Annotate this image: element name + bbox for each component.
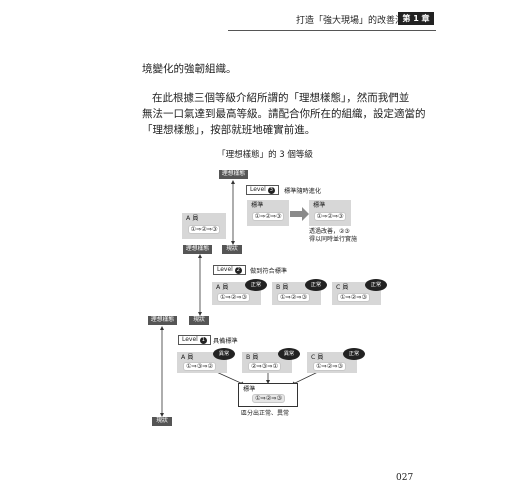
l1-a-name: A 員	[181, 354, 194, 361]
figure-title: 「理想樣態」的 3 個等級	[217, 150, 313, 160]
level-3-desc: 標準隨時進化	[284, 188, 322, 195]
l1-b-abnormal-badge: 異常	[278, 348, 300, 360]
body-line-2: 在此根據三個等級介紹所謂的「理想樣態」，然而我們並	[152, 92, 410, 104]
ideal-tag-mid: 理想樣態	[183, 245, 212, 254]
running-title: 打造「強大現場」的改善活動	[296, 16, 414, 26]
header-rule	[228, 30, 436, 31]
l1-standard-steps: ①⇒②⇒③	[252, 394, 285, 403]
l2-c-normal-badge: 正常	[365, 279, 387, 291]
l2-c-steps: ①⇒②⇒③	[337, 293, 370, 302]
std-after-steps: ①⇒②⇒③	[314, 212, 346, 221]
current-tag-bottom: 現狀	[152, 417, 172, 426]
body-line-4: 「理想樣態」，按部就班地確實前進。	[142, 124, 316, 136]
level-3-number: 3	[267, 187, 275, 194]
current-tag-mid: 現狀	[189, 316, 209, 325]
l1-c-normal-badge: 正常	[343, 348, 365, 360]
l1-b-name: B 員	[246, 354, 259, 361]
level-3-note-line-1: 透過改善，②③	[309, 228, 350, 235]
l2-b-name: B 員	[276, 284, 289, 291]
std-after-label: 標準	[313, 202, 326, 209]
page-number: 027	[396, 473, 414, 483]
level-word: Level	[182, 336, 198, 343]
l1-a-abnormal-badge: 異常	[213, 348, 235, 360]
l1-a-steps: ①⇒③⇒②	[183, 362, 216, 371]
std-before-steps: ①⇒②⇒③	[252, 212, 284, 221]
l2-b-normal-badge: 正常	[305, 279, 327, 291]
l1-standard-label: 標準	[243, 386, 256, 393]
current-tag-top: 現狀	[222, 245, 242, 254]
l2-a-name: A 員	[216, 284, 229, 291]
l2-a-normal-badge: 正常	[245, 279, 267, 291]
ideal-tag-low: 理想樣態	[148, 316, 177, 325]
l1-c-name: C 員	[311, 354, 324, 361]
l1-b-steps: ②⇒③⇒①	[248, 362, 281, 371]
top-member-name: A 員	[186, 215, 199, 222]
level-1-desc: 具備標準	[213, 338, 238, 345]
ideal-tag-top: 理想樣態	[219, 170, 248, 179]
body-line-3: 無法一口氣達到最高等級。請配合你所在的組織，設定適當的	[142, 108, 426, 120]
level-1-note: 區分出正常、異常	[241, 410, 290, 417]
l2-c-name: C 員	[336, 284, 349, 291]
level-2-desc: 做到符合標準	[250, 268, 288, 275]
level-2-number: 2	[234, 267, 242, 274]
chapter-badge: 第 1 章	[398, 12, 434, 25]
level-word: Level	[250, 186, 266, 193]
l1-c-steps: ①⇒②⇒③	[313, 362, 346, 371]
l2-b-steps: ①⇒②⇒③	[277, 293, 310, 302]
level-1-number: 1	[199, 337, 207, 344]
top-member-steps: ①⇒②⇒③	[188, 225, 220, 234]
body-line-1: 境變化的強韌組織。	[142, 63, 237, 75]
l2-a-steps: ①⇒②⇒③	[217, 293, 250, 302]
level-word: Level	[217, 266, 233, 273]
std-before-label: 標準	[251, 202, 264, 209]
level-3-note-line-2: 得以同時並行實施	[309, 236, 358, 243]
